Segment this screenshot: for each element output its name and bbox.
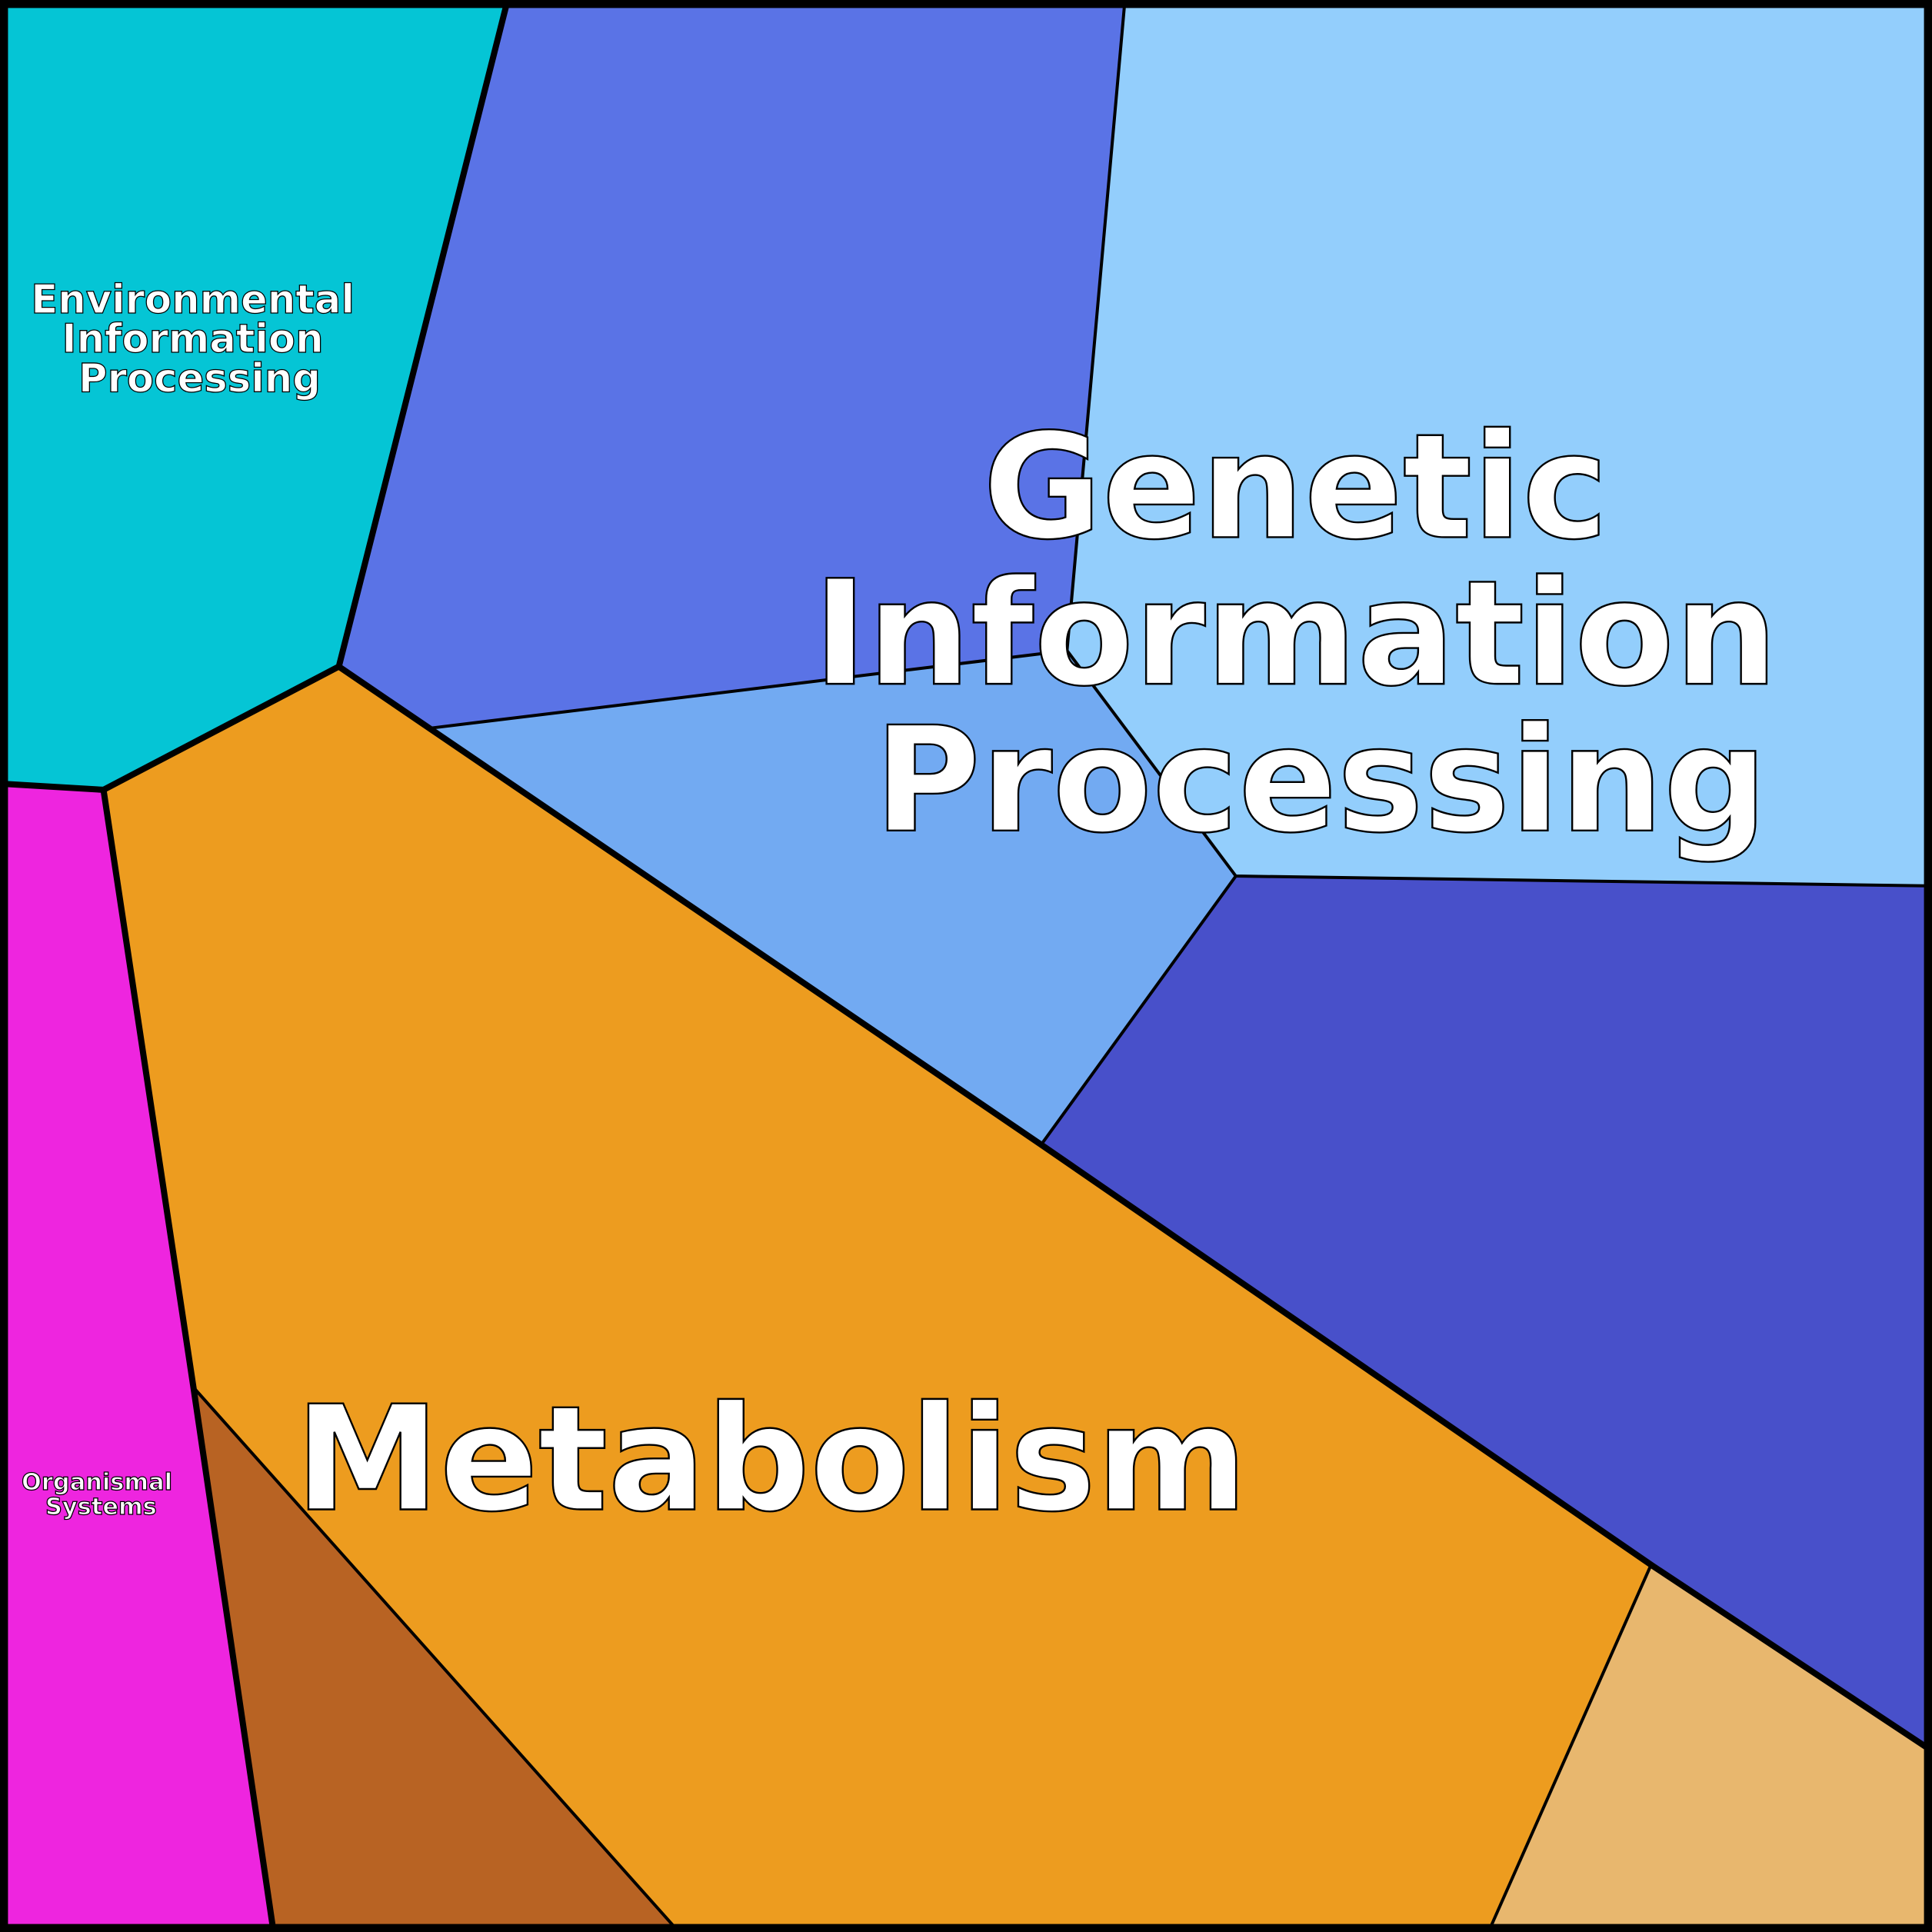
sub-boundaries bbox=[192, 0, 1932, 1932]
cell-metabolism-main[interactable] bbox=[103, 666, 1651, 1932]
cell-genetic-sub-1[interactable] bbox=[338, 0, 1125, 728]
cell-environmental-information-processing[interactable] bbox=[0, 0, 508, 790]
label-metabolism: Metabolism bbox=[295, 1375, 1248, 1544]
cell-organismal-systems[interactable] bbox=[0, 783, 274, 1932]
label-environmental-information-processing: Environmental Information Processing bbox=[31, 277, 368, 402]
label-genetic-information-processing: Genetic Information Processing bbox=[813, 402, 1828, 864]
cell-metabolism-sub-tan[interactable] bbox=[1488, 1564, 1932, 1932]
cell-genetic-sub-2[interactable] bbox=[1067, 0, 1932, 886]
cell-genetic-sub-4[interactable] bbox=[1041, 876, 1932, 1751]
label-organismal-systems: Organismal Systems bbox=[22, 1469, 181, 1521]
cell-genetic-sub-3[interactable] bbox=[430, 650, 1236, 1145]
